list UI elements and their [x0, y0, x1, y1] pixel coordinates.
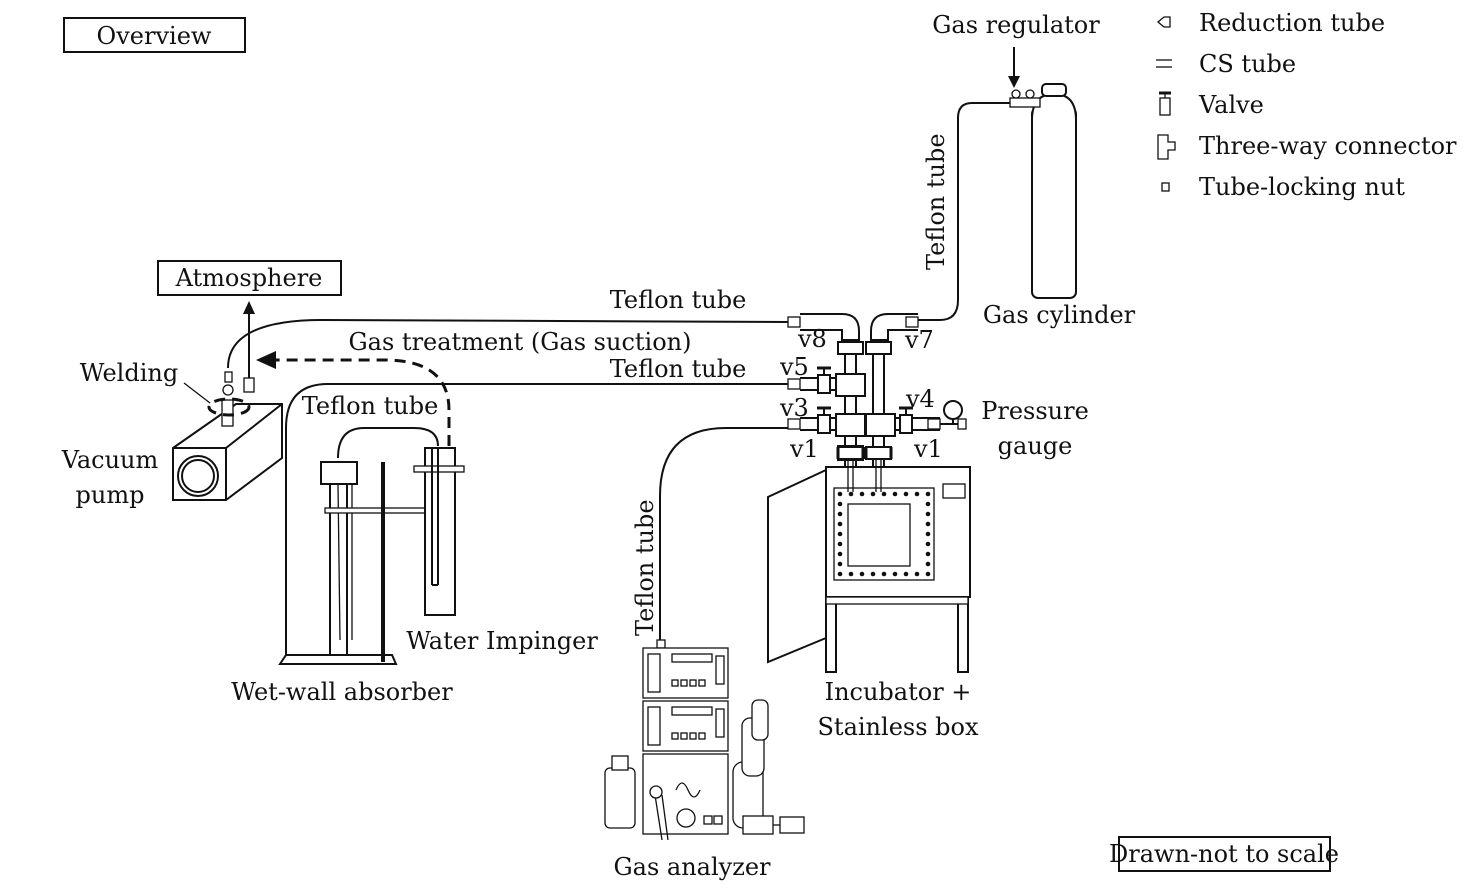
valve-label-v1-left: v1	[789, 435, 819, 463]
bolt-dot	[870, 571, 876, 577]
bolt-dot	[892, 571, 898, 577]
bolt-dot	[859, 491, 865, 497]
teflon-tube-label-v5: Teflon tube	[610, 355, 747, 383]
gas-regulator	[1008, 47, 1041, 108]
wet-wall-absorber	[278, 427, 439, 665]
incubator-label-line2: Stainless box	[817, 713, 978, 741]
bolt-dot	[881, 571, 887, 577]
gas-analyzer-label: Gas analyzer	[613, 853, 771, 881]
teflon-tube-v3-to-analyzer	[659, 427, 788, 640]
teflon-tube-label-analyzer: Teflon tube	[631, 499, 659, 636]
bolt-dot	[925, 501, 931, 507]
bolt-dot	[837, 501, 843, 507]
valve-label-v3: v3	[779, 394, 809, 422]
not-to-scale-label: Drawn-not to scale	[1109, 840, 1339, 868]
bolt-dot	[859, 571, 865, 577]
overview-label: Overview	[97, 22, 212, 50]
legend-label-tube-locking-nut: Tube-locking nut	[1199, 173, 1405, 201]
vacuum-pump-label-line2: pump	[76, 481, 145, 509]
bolt-dot	[925, 571, 931, 577]
bolt-dot	[903, 571, 909, 577]
incubator-label-line1: Incubator +	[825, 678, 972, 706]
bolt-dot	[837, 551, 843, 557]
tube-locking-nut-icon	[1161, 182, 1170, 192]
gas-treatment-path	[270, 358, 451, 446]
pressure-gauge-label-line2: gauge	[998, 432, 1073, 460]
cs-tube-icon	[1156, 59, 1172, 68]
pressure-gauge	[940, 400, 967, 430]
bolt-dot	[881, 491, 887, 497]
valve-manifold-right	[864, 313, 941, 478]
stainless-box-bolts	[837, 491, 931, 577]
bolt-dot	[848, 571, 854, 577]
legend-label-valve: Valve	[1198, 91, 1264, 119]
bolt-dot	[892, 491, 898, 497]
bolt-dot	[925, 551, 931, 557]
bolt-dot	[925, 521, 931, 527]
overview-box: Overview	[63, 17, 246, 53]
gas-cylinder	[1031, 83, 1077, 299]
teflon-tube-v8-to-pump	[227, 318, 789, 369]
wet-wall-absorber-label: Wet-wall absorber	[231, 678, 453, 706]
bolt-dot	[837, 561, 843, 567]
legend: Reduction tube CS tube Valve Three-way c…	[1156, 9, 1457, 201]
valve-label-v5: v5	[779, 353, 809, 381]
gas-analyzer	[604, 639, 805, 841]
teflon-tube-label-v8: Teflon tube	[610, 286, 747, 314]
bolt-dot	[925, 511, 931, 517]
vacuum-pump-label-line1: Vacuum	[61, 446, 159, 474]
legend-label-three-way-connector: Three-way connector	[1199, 132, 1457, 160]
gas-treatment-label: Gas treatment (Gas suction)	[349, 328, 692, 356]
bolt-dot	[914, 571, 920, 577]
bolt-dot	[837, 571, 843, 577]
atmosphere-box: Atmosphere	[157, 260, 342, 296]
vacuum-pump	[172, 371, 283, 501]
water-impinger-label: Water Impinger	[406, 627, 598, 655]
welding-label: Welding	[80, 359, 178, 387]
bolt-dot	[925, 531, 931, 537]
gas-cylinder-label: Gas cylinder	[983, 301, 1136, 329]
bolt-dot	[837, 491, 843, 497]
not-to-scale-box: Drawn-not to scale	[1109, 836, 1339, 872]
bolt-dot	[848, 491, 854, 497]
bolt-dot	[914, 491, 920, 497]
valve-icon	[1159, 91, 1171, 116]
valve-label-v8: v8	[797, 325, 827, 353]
water-impinger	[413, 447, 465, 616]
bolt-dot	[925, 491, 931, 497]
atmosphere-arrow	[243, 301, 255, 314]
valve-label-v1-right: v1	[913, 435, 943, 463]
legend-label-cs-tube: CS tube	[1199, 50, 1296, 78]
valve-label-v7: v7	[904, 326, 934, 354]
gas-treatment-arrow	[256, 351, 276, 369]
atmosphere-label: Atmosphere	[175, 264, 323, 292]
bolt-dot	[903, 491, 909, 497]
bolt-dot	[837, 521, 843, 527]
teflon-tube-label-cylinder: Teflon tube	[922, 133, 950, 270]
valve-manifold-left	[787, 313, 866, 478]
pressure-gauge-label-line1: Pressure	[981, 397, 1089, 425]
bolt-dot	[925, 561, 931, 567]
bolt-dot	[925, 541, 931, 547]
reduction-tube-icon	[1156, 16, 1171, 28]
bolt-dot	[837, 511, 843, 517]
bolt-dot	[837, 541, 843, 547]
incubator	[767, 459, 971, 673]
teflon-tube-cylinder	[918, 102, 1010, 321]
bolt-dot	[837, 531, 843, 537]
teflon-tube-label-absorber: Teflon tube	[302, 392, 439, 420]
valve-label-v4: v4	[905, 385, 935, 413]
legend-label-reduction-tube: Reduction tube	[1199, 9, 1385, 37]
gas-regulator-label: Gas regulator	[932, 11, 1100, 39]
bolt-dot	[870, 491, 876, 497]
teflon-tube-v5-to-absorber	[285, 383, 788, 655]
three-way-connector-icon	[1157, 134, 1176, 160]
